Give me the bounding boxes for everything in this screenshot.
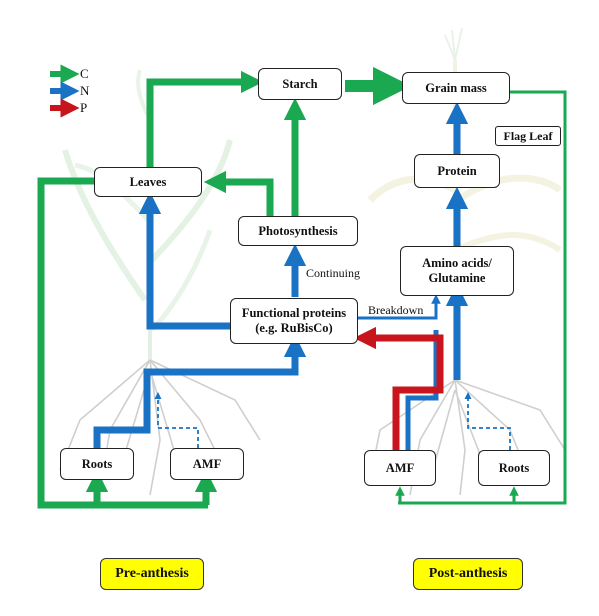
c-arrow-photosynthesis-to-leaves (203, 170, 274, 216)
node-roots-right: Roots (478, 450, 550, 486)
node-amf-left: AMF (170, 448, 244, 480)
c-arrow-leaves-to-starch (146, 70, 264, 167)
stage-label-post-anthesis: Post-anthesis (413, 558, 523, 590)
c-arrow-leaves-to-roots-amf (37, 177, 208, 509)
node-starch: Starch (258, 68, 342, 100)
n-arrow-amf-right-to-amino (405, 330, 439, 450)
node-flag-leaf: Flag Leaf (495, 126, 561, 146)
annotation-breakdown: Breakdown (368, 303, 424, 317)
c-arrow-flagleaf-to-roots-amf (398, 90, 567, 505)
legend-p-label: P (80, 100, 88, 115)
n-arrow-proteins-to-leaves (138, 191, 230, 330)
n-arrow-amf-to-roots-left (154, 392, 199, 448)
legend-n-label: N (80, 83, 90, 98)
node-roots-left: Roots (60, 448, 134, 480)
n-arrow-roots-amf-to-proteins (93, 334, 307, 448)
node-protein: Protein (414, 154, 500, 188)
n-arrow-breakdown-to-amino (358, 294, 441, 320)
node-amino-acids: Amino acids/ Glutamine (400, 246, 514, 296)
p-arrow-amf-to-proteins (353, 326, 444, 452)
legend-c-label: C (80, 66, 89, 81)
node-photosynthesis: Photosynthesis (238, 216, 358, 246)
n-arrow-roots-right-to-amf (464, 392, 511, 450)
node-amf-right: AMF (364, 450, 436, 486)
annotation-continuing: Continuing (306, 266, 361, 280)
stage-label-pre-anthesis: Pre-anthesis (100, 558, 204, 590)
node-grain-mass: Grain mass (402, 72, 510, 104)
node-functional-proteins: Functional proteins (e.g. RuBisCo) (230, 298, 358, 344)
node-leaves: Leaves (94, 167, 202, 197)
